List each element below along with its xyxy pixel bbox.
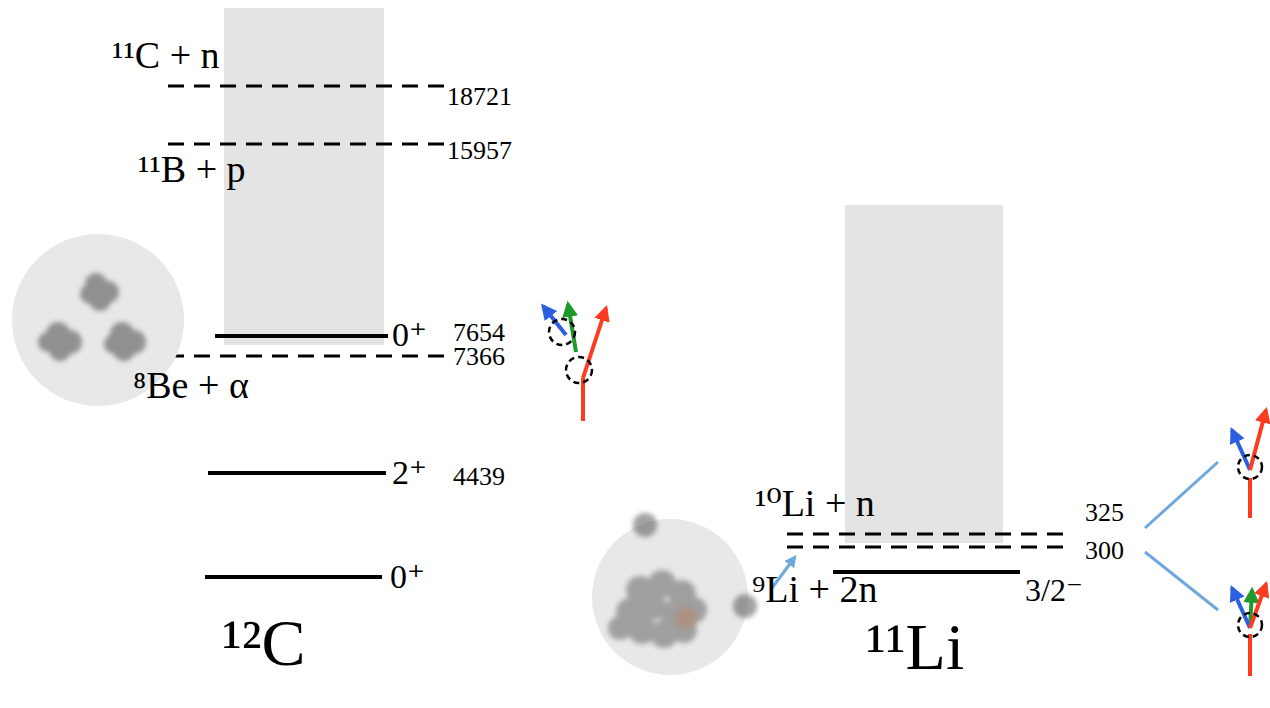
- channel-label: ⁹Li + 2n: [752, 570, 877, 608]
- energy-value: 300: [1085, 538, 1124, 564]
- continuum-band: [224, 8, 384, 345]
- halo-nucleus-picture: [592, 513, 757, 675]
- channel-label: ¹⁰Li + n: [755, 484, 875, 522]
- energy-value: 7366: [453, 344, 505, 370]
- nucleus-name: ¹¹Li: [866, 614, 964, 680]
- spin-parity: 0⁺: [390, 560, 425, 594]
- spin-arrows: [1232, 410, 1266, 676]
- energy-value: 325: [1085, 500, 1124, 526]
- spin-parity: 2⁺: [392, 456, 427, 490]
- threshold-lines: [787, 534, 1068, 547]
- leader-lines: [1145, 462, 1218, 610]
- spin-parity: 3/2⁻: [1025, 574, 1083, 606]
- channel-label: ¹¹B + p: [138, 150, 246, 188]
- energy-value: 15957: [447, 138, 512, 164]
- energy-value: 18721: [447, 84, 512, 110]
- channel-label: ⁸Be + α: [133, 366, 249, 404]
- energy-value: 4439: [453, 464, 505, 490]
- threshold-lines: [168, 86, 445, 356]
- spin-parity: 0⁺: [392, 318, 427, 352]
- channel-label: ¹¹C + n: [112, 36, 220, 74]
- spin-arrows: [543, 304, 606, 421]
- energy-value: 7654: [453, 320, 505, 346]
- nucleus-name: ¹²C: [222, 610, 306, 676]
